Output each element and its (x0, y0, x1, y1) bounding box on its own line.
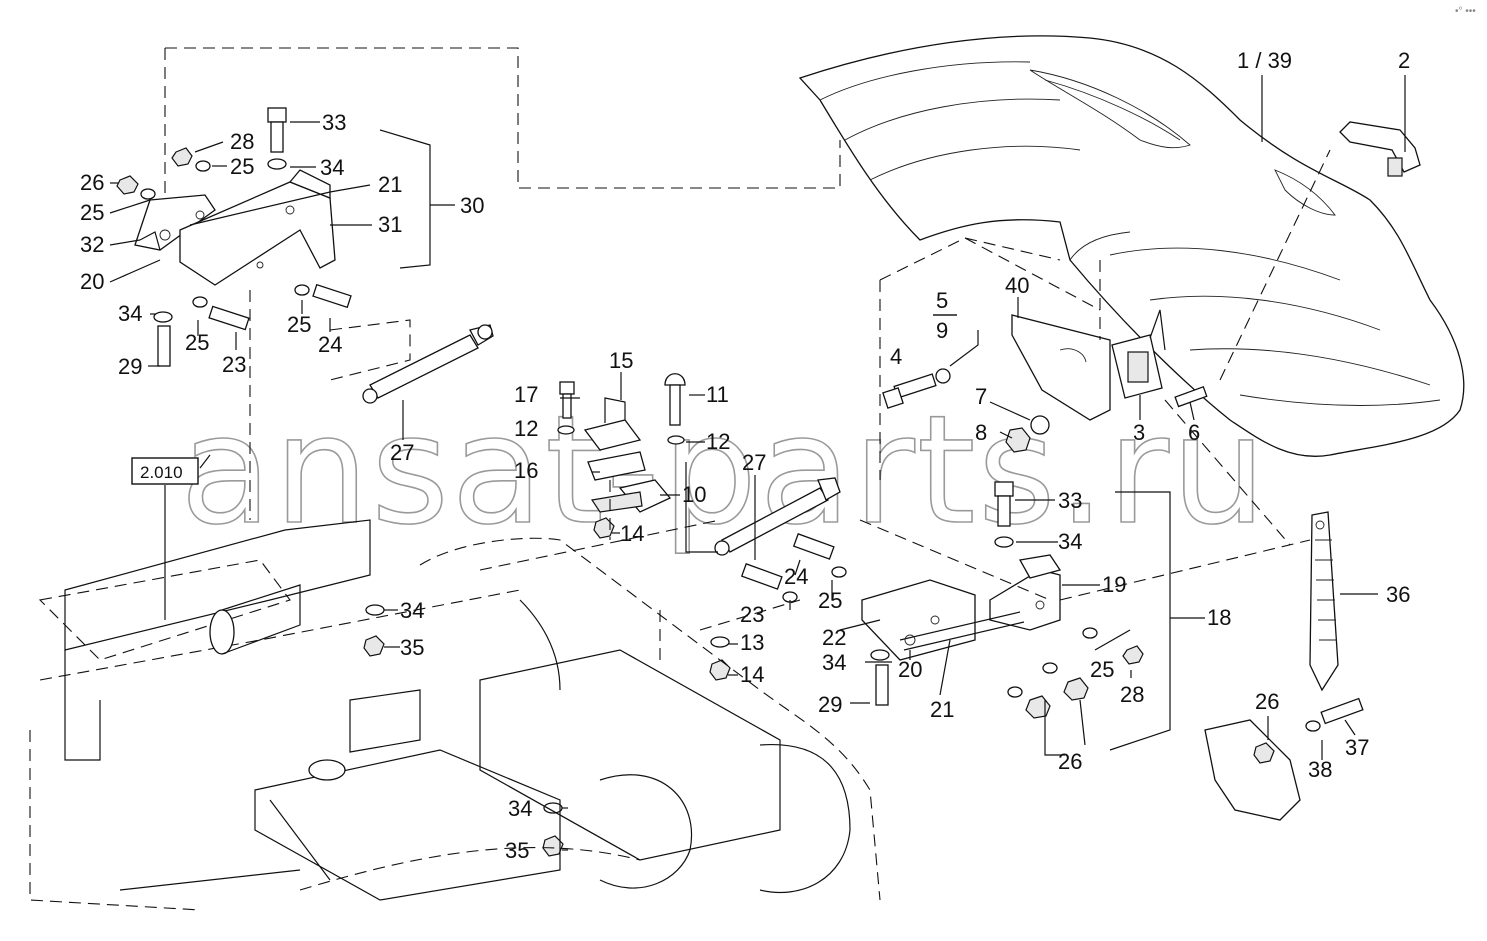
label-32: 32 (80, 232, 104, 257)
washer-25-left-part (140, 188, 156, 200)
label-35a: 35 (400, 635, 424, 660)
label-28b: 28 (1120, 682, 1144, 707)
nut-8-part (1005, 427, 1031, 453)
label-21a: 21 (378, 172, 402, 197)
label-22: 22 (822, 625, 846, 650)
bolt-6-part (1174, 385, 1208, 408)
bracket-40-part (1011, 314, 1111, 421)
label-28a: 28 (230, 129, 254, 154)
label-10: 10 (682, 482, 706, 507)
label-25a: 25 (230, 154, 254, 179)
label-34e: 34 (822, 650, 846, 675)
label-25f: 25 (1090, 657, 1114, 682)
guide-lines (164, 47, 1331, 660)
bolt-23-top-part (208, 305, 250, 331)
bolt-29-mid-part (875, 664, 889, 706)
canopy-part (798, 35, 1465, 457)
nut-28-top-part (171, 147, 193, 167)
nut-26-top-part (116, 175, 139, 195)
label-26a: 26 (80, 170, 104, 195)
label-37: 37 (1345, 735, 1369, 760)
reference-box[interactable] (131, 457, 199, 485)
label-33b: 33 (1058, 488, 1082, 513)
corner-mark: •° ••• (1455, 6, 1476, 17)
label-9: 9 (936, 318, 948, 343)
label-21b: 21 (930, 697, 954, 722)
label-15: 15 (609, 348, 633, 373)
label-26c: 26 (1255, 689, 1279, 714)
bolt-23-mid-part (740, 563, 783, 590)
label-4: 4 (890, 344, 902, 369)
label-23b: 23 (740, 602, 764, 627)
bolt-29-top-part (157, 325, 171, 367)
label-38: 38 (1308, 757, 1332, 782)
washer-7-part (1030, 415, 1050, 435)
label-12a: 12 (514, 416, 538, 441)
gas-spring-27-top-part (362, 324, 494, 404)
bolt-33-mid-part (994, 481, 1014, 548)
lock-part (1111, 309, 1166, 399)
label-23a: 23 (222, 352, 246, 377)
bolt-4-part (882, 368, 951, 409)
label-29a: 29 (118, 354, 142, 379)
plate-37-part (1204, 697, 1364, 821)
label-20b: 20 (898, 657, 922, 682)
nut-35-part (363, 635, 385, 657)
label-31: 31 (378, 212, 402, 237)
label-25b: 25 (80, 200, 104, 225)
label-27a: 27 (390, 440, 414, 465)
label-7: 7 (975, 384, 987, 409)
reference-box-label: 2.010 (140, 463, 183, 482)
label-24a: 24 (318, 332, 342, 357)
label-5: 5 (936, 288, 948, 313)
washer-34-part (365, 604, 385, 616)
label-20a: 20 (80, 269, 104, 294)
label-24b: 24 (784, 564, 808, 589)
label-14b: 14 (740, 662, 764, 687)
label-1-39: 1 / 39 (1237, 48, 1292, 73)
left-hinge-bracket-part (134, 169, 336, 286)
label-18: 18 (1207, 605, 1231, 630)
callout-labels: 1 / 39 2 3 4 5 9 6 7 8 10 11 12 12 13 14… (80, 48, 1410, 863)
label-29b: 29 (818, 692, 842, 717)
bolt-24-mid-part (792, 533, 835, 560)
label-34b: 34 (118, 301, 142, 326)
label-25d: 25 (287, 312, 311, 337)
label-34c: 34 (400, 598, 424, 623)
label-6: 6 (1188, 420, 1200, 445)
label-33a: 33 (322, 110, 346, 135)
label-14a: 14 (620, 521, 644, 546)
label-40: 40 (1005, 273, 1029, 298)
label-34f: 34 (508, 796, 532, 821)
bolt-33-top-part (267, 107, 287, 170)
label-35b: 35 (505, 838, 529, 863)
strap-36-part (1309, 511, 1339, 692)
frame-part (29, 519, 881, 911)
gas-spring-27-mid-part (714, 477, 841, 556)
right-hinge-bracket-part (861, 554, 1062, 661)
label-27b: 27 (742, 450, 766, 475)
label-34a: 34 (320, 155, 344, 180)
label-34d: 34 (1058, 529, 1082, 554)
label-25e: 25 (818, 588, 842, 613)
label-12b: 12 (706, 429, 730, 454)
label-25c: 25 (185, 330, 209, 355)
leader-lines (109, 75, 1406, 851)
label-16: 16 (514, 458, 538, 483)
label-13: 13 (740, 630, 764, 655)
label-17: 17 (514, 382, 538, 407)
label-36: 36 (1386, 582, 1410, 607)
handle-part (1339, 121, 1421, 177)
label-11: 11 (706, 382, 729, 407)
washer-25-top-part (195, 160, 211, 172)
label-3: 3 (1133, 420, 1145, 445)
label-26b: 26 (1058, 749, 1082, 774)
label-19: 19 (1102, 572, 1126, 597)
label-30: 30 (460, 193, 484, 218)
label-2: 2 (1398, 48, 1410, 73)
bolt-24-top-part (312, 283, 352, 309)
label-8: 8 (975, 420, 987, 445)
hinge-latch-part (557, 373, 686, 539)
